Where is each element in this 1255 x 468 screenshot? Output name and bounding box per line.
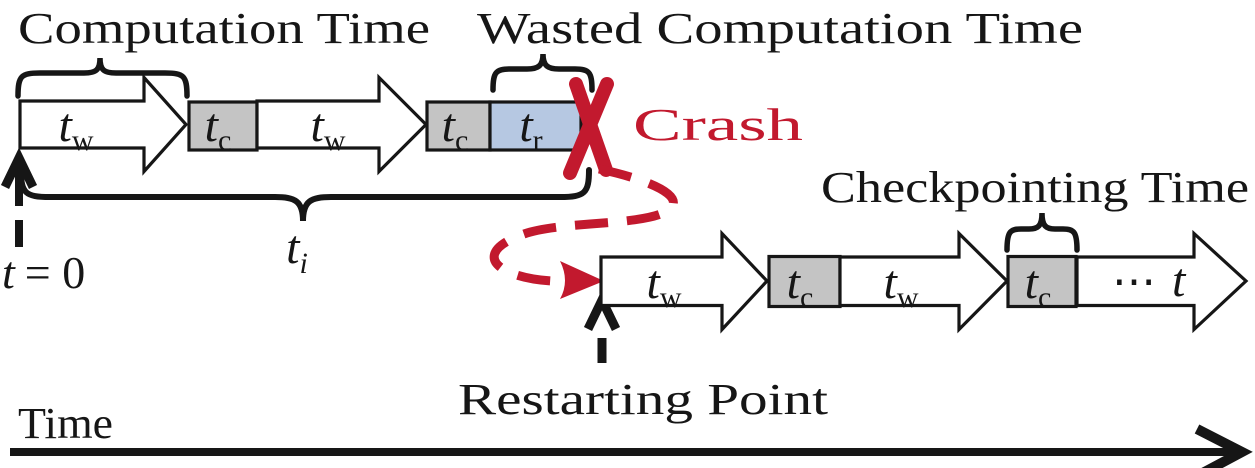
checkpointing-time-annotation: Checkpointing Time [821,163,1249,253]
second-run-timeline: tw tc tw tc ⋯t [599,229,1249,334]
interval-annotation: ti [18,167,592,280]
checkpoint-box-4-label: tc [1025,256,1052,314]
continuation-arrow-label: ⋯t [1112,254,1187,307]
computation-time-brace [15,57,190,99]
crash-label: Crash [633,99,803,150]
checkpoint-box-1-label: tc [205,99,232,157]
time-axis-arrowhead-icon [1194,424,1253,468]
restarting-point-label: Restarting Point [458,375,828,424]
interval-brace [18,167,592,222]
first-run-timeline: tw tc tw tc tr [18,73,583,176]
time-axis: Time [10,399,1253,468]
checkpoint-box-4 [1006,254,1078,309]
work-arrow-1 [18,73,189,176]
work-arrow-2 [255,73,429,176]
lost-work-box-label: tr [519,99,542,157]
crash-x-stroke-2 [563,77,614,180]
lost-work-box [488,100,583,152]
computation-time-label: Computation Time [18,4,430,53]
computation-time-annotation: Computation Time [15,4,430,99]
time-axis-label: Time [18,399,113,448]
work-arrow-1-label: tw [58,99,93,157]
wasted-computation-label: Wasted Computation Time [477,4,1083,53]
interval-label: ti [286,221,308,280]
work-arrow-4 [838,229,1010,334]
crash-restart-curve [489,164,678,286]
start-arrow-up-icon [0,147,38,189]
restart-arrowhead-icon [560,261,604,299]
checkpoint-box-3-label: tc [787,256,814,314]
wasted-computation-annotation: Wasted Computation Time [477,4,1083,93]
wasted-computation-brace [490,53,595,93]
t-zero-label: t= 0 [2,247,85,298]
continuation-arrow [1075,229,1249,334]
checkpoint-box-1 [187,100,259,152]
work-arrow-4-label: tw [883,256,918,314]
checkpointing-time-brace [1004,212,1080,253]
work-arrow-3-label: tw [646,256,681,314]
work-arrow-3 [599,229,770,334]
start-marker: t= 0 [0,147,85,298]
work-arrow-2-label: tw [310,99,345,157]
checkpoint-box-2-label: tc [442,99,469,157]
crash-annotation: Crash [489,77,803,299]
restart-marker: Restarting Point [458,289,828,424]
checkpointing-time-label: Checkpointing Time [821,163,1249,212]
